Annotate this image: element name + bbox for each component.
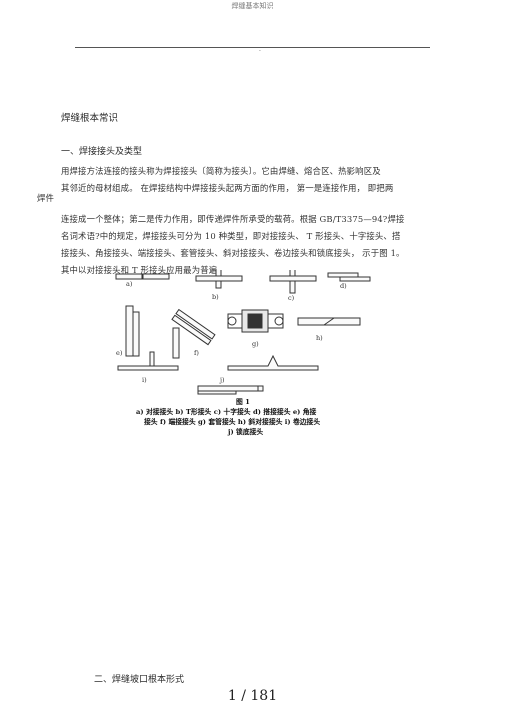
- header-rule: [75, 47, 430, 48]
- figure-caption-line: a) 对接接头 b) T形接头 c) 十字接头 d) 搭接接头 e) 角接: [136, 407, 317, 416]
- panel-label: c): [288, 294, 295, 302]
- panel-label: d): [340, 282, 347, 290]
- weld-joint-figure: a) b) c) d) e) f) g) h) i) j) 图 1 a) 对接接…: [115, 270, 371, 436]
- panel-label: b): [212, 293, 219, 301]
- section2-heading: 二、焊缝坡口根本形式: [94, 675, 185, 685]
- panel-label: g): [252, 340, 259, 348]
- section1-heading: 一、焊接接头及类型: [61, 147, 143, 157]
- figure-caption-title: 图 1: [236, 397, 250, 406]
- paragraph-line: 其邻近的母材组成。 在焊接结构中焊接接头起两方面的作用， 第一是连接作用， 即把…: [61, 183, 394, 193]
- paragraph-line: 用焊接方法连接的接头称为焊接接头〔简称为接头〕。它由焊缝、熔合区、热影响区及: [61, 166, 381, 176]
- paragraph-line: 焊件: [37, 193, 55, 203]
- panel-label: e): [116, 349, 123, 357]
- panel-label: i): [142, 376, 147, 384]
- panel-label: f): [194, 349, 199, 357]
- paragraph-line: 名词术语?中的规定，焊接接头可分为 10 种类型，即对接接头、 T 形接头、十字…: [61, 231, 401, 241]
- document-title: 焊缝根本常识: [61, 113, 119, 124]
- paragraph-line: 连接成一个整体；第二是传力作用，即传递焊件所承受的载荷。根据 GB/T3375—…: [61, 214, 405, 224]
- panel-label: j): [219, 376, 225, 384]
- page-number: 1 / 181: [227, 688, 278, 704]
- paragraph-line: 其中以对接接头和 T 形接头应用最为普遍。: [61, 265, 226, 275]
- figure-caption-line: 接头 f) 端接接头 g) 套管接头 h) 斜对接接头 i) 卷边接头: [144, 417, 320, 426]
- header-dot: .: [259, 46, 261, 53]
- paragraph-line: 接接头、角接接头、端接接头、套管接头、斜对接接头、卷边接头和锁底接头， 示于图 …: [61, 248, 405, 258]
- running-header: 焊缝基本知识: [231, 2, 274, 10]
- panel-label: a): [126, 280, 133, 288]
- figure-caption-line: j) 锁底接头: [227, 427, 263, 436]
- panel-label: h): [316, 334, 323, 342]
